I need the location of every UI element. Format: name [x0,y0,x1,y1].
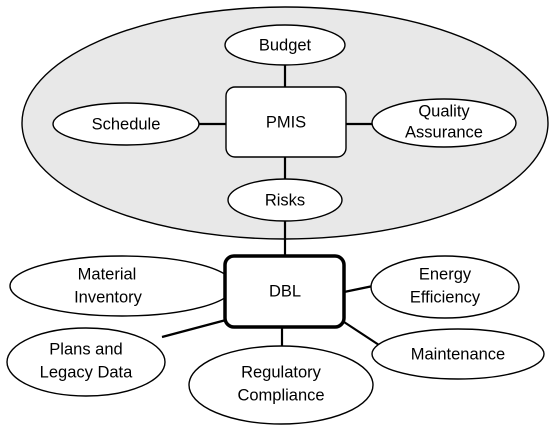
energy-efficiency-label-line1: Energy [419,265,472,283]
budget-node [224,24,346,66]
connector-energy-dbl [343,284,374,294]
budget-label: Budget [259,36,312,54]
pmis-box [225,86,347,158]
energy-efficiency-label-line2: Efficiency [410,288,481,306]
quality-assurance-node [371,98,517,148]
regulatory-compliance-node [188,345,374,425]
energy-efficiency-node [370,255,520,319]
risks-label: Risks [265,191,305,209]
quality-assurance-label-line2: Assurance [405,123,483,141]
material-inventory-label-line2: Inventory [74,288,143,306]
quality-assurance-label-line1: Quality [418,102,470,120]
maintenance-node [371,328,545,380]
connector-plans-dbl [161,318,227,339]
material-inventory-label-line1: Material [78,265,137,283]
maintenance-label: Maintenance [411,345,505,363]
plans-legacy-data-label-line1: Plans and [49,340,122,358]
schedule-label: Schedule [92,115,161,133]
plans-legacy-data-node [6,327,166,397]
plans-legacy-data-label-line2: Legacy Data [40,363,133,381]
dbl-label: DBL [269,282,301,300]
pmis-label: PMIS [266,113,306,131]
regulatory-compliance-label-line1: Regulatory [241,363,322,381]
dbl-box [223,254,346,329]
schedule-node [52,102,200,146]
risks-node [227,178,343,222]
connector-maintenance-dbl [343,321,380,346]
regulatory-compliance-label-line2: Compliance [237,386,324,404]
